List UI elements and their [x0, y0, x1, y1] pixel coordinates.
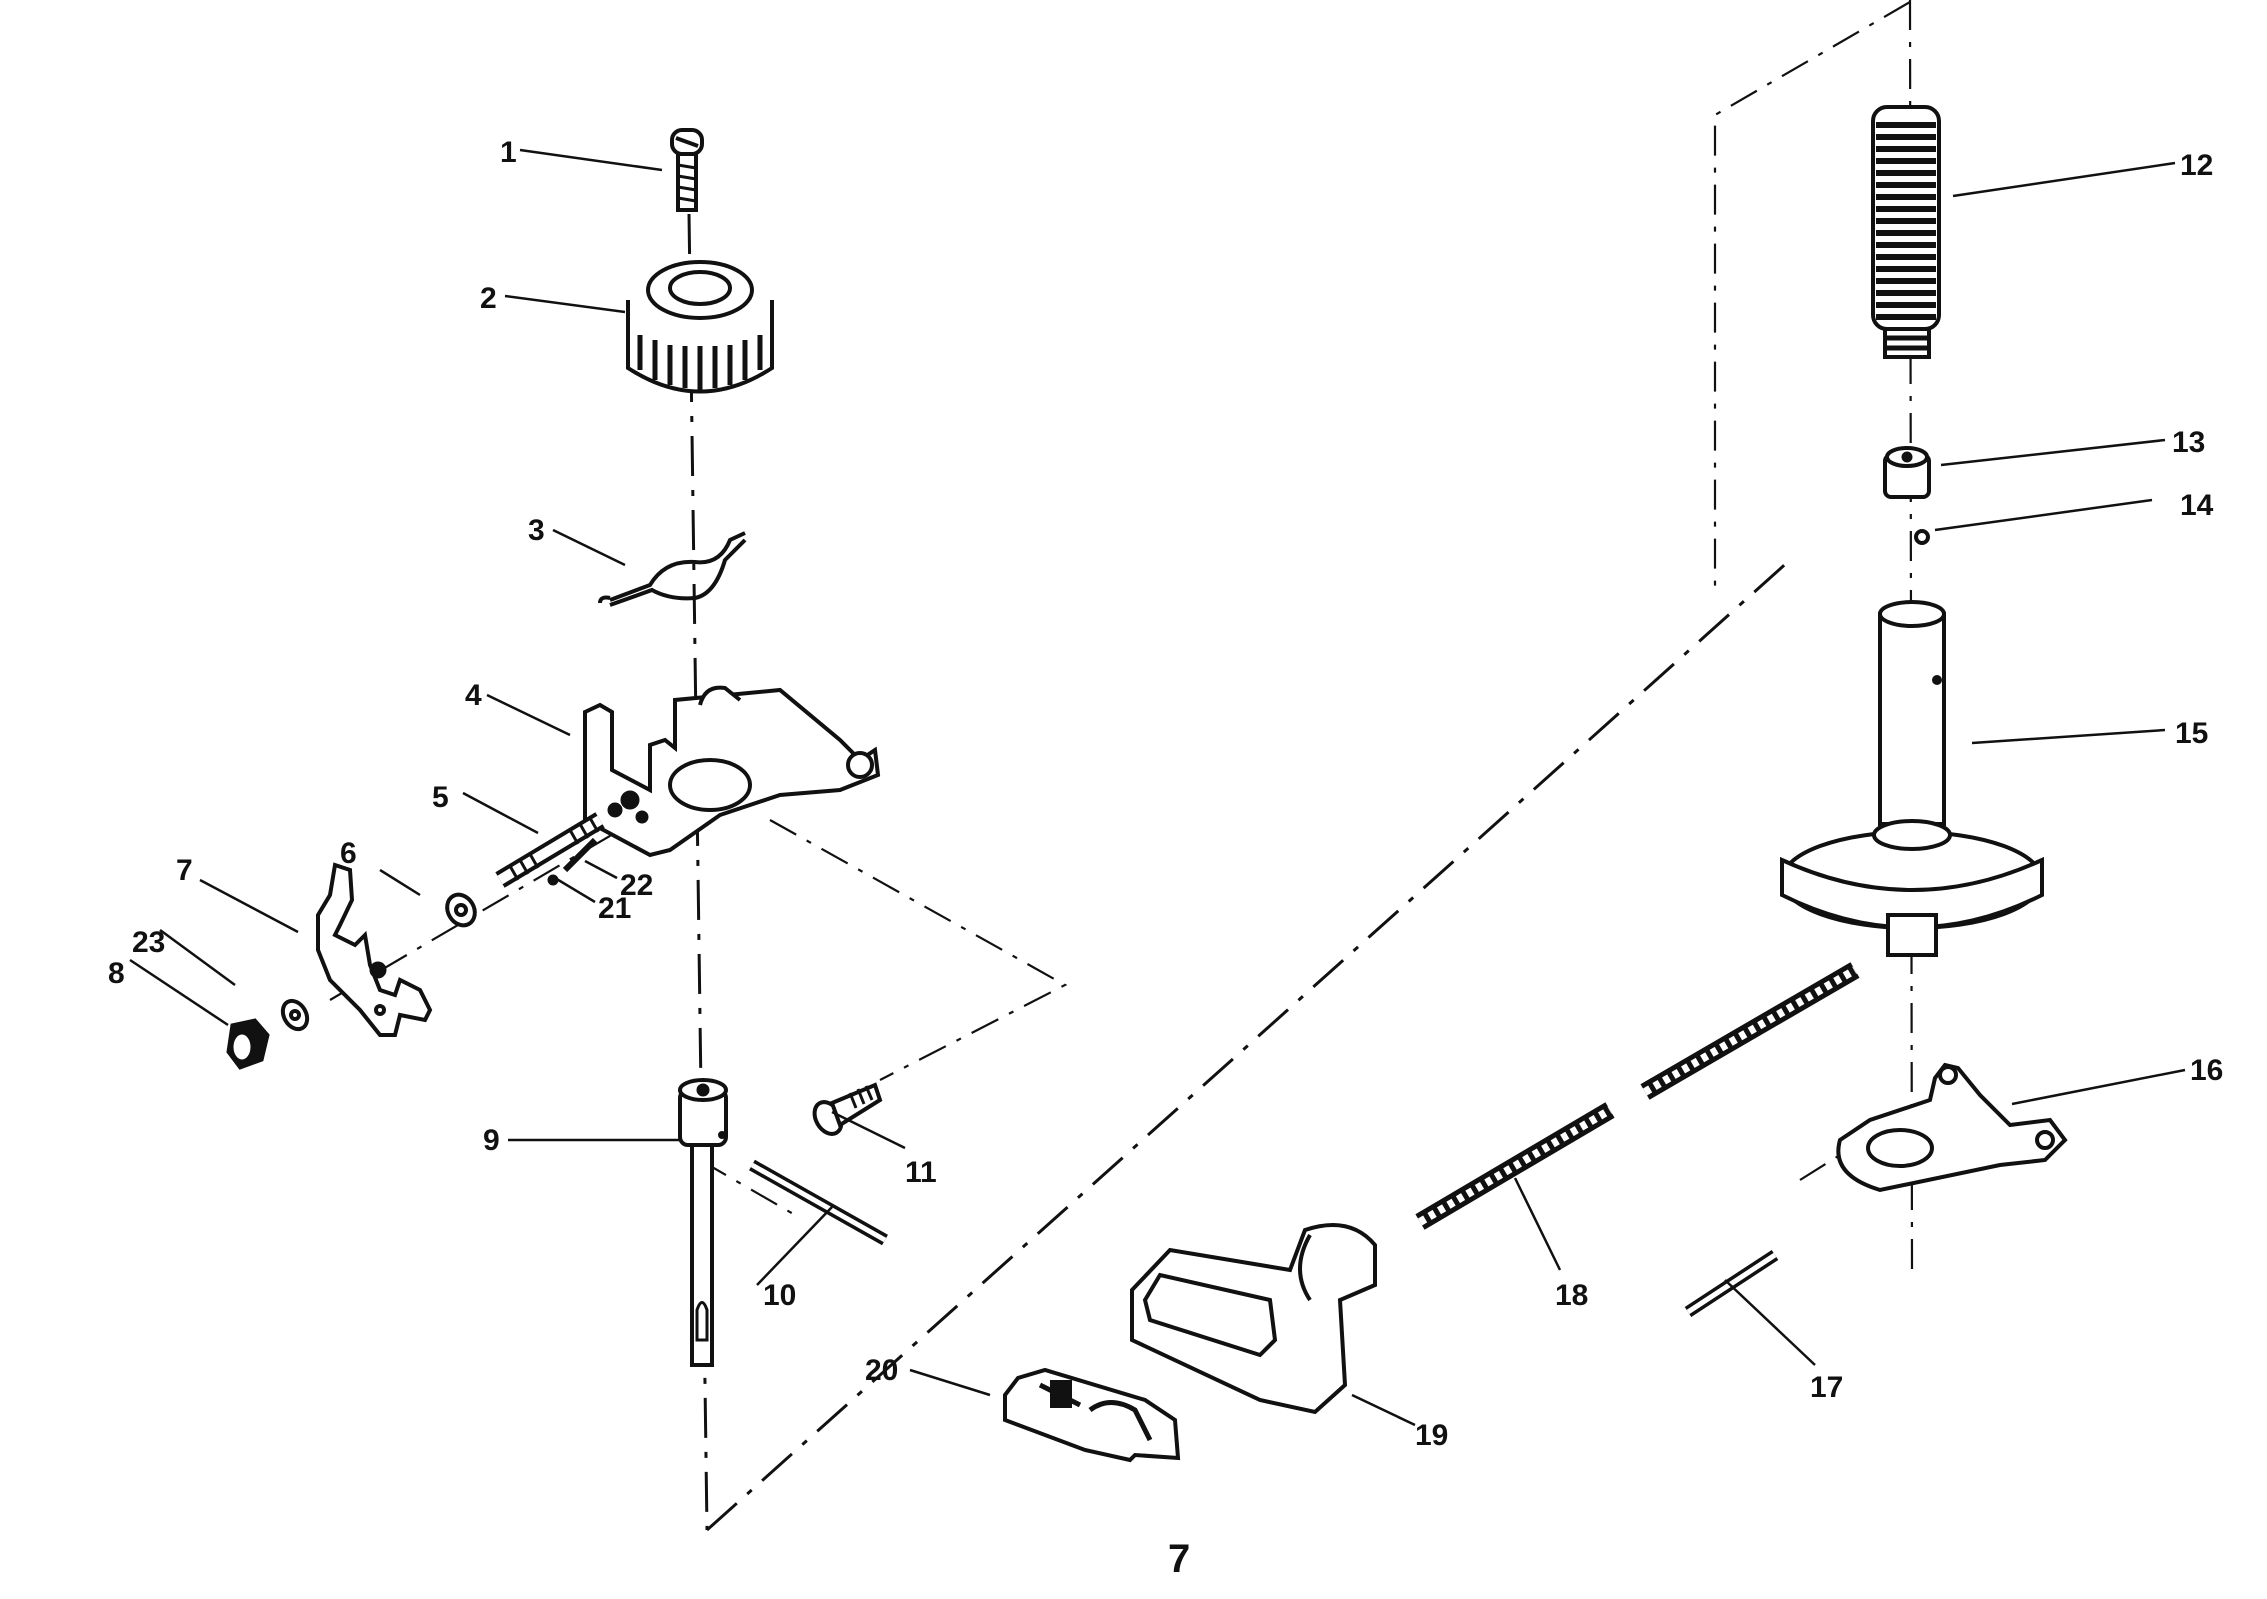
- part-washer-6: [445, 892, 477, 928]
- part-spring-clip: [598, 531, 747, 607]
- callout-5: 5: [432, 781, 449, 814]
- callout-1: 1: [500, 136, 517, 169]
- callout-19: 19: [1415, 1419, 1448, 1452]
- part-spring-22: [562, 837, 598, 873]
- part-nut: [226, 1018, 270, 1070]
- axis-pin-10: [699, 1159, 796, 1216]
- part-cam-plate: [316, 862, 433, 1037]
- part-ball-14: [1914, 529, 1930, 545]
- axis-bracket-bolt: [769, 819, 1068, 1081]
- part-washer-23: [280, 998, 310, 1032]
- callout-10: 10: [763, 1279, 796, 1312]
- axis-right-frame: [1713, 1, 1911, 590]
- part-handle: [1130, 1223, 1377, 1415]
- part-threaded-stud: [495, 812, 605, 888]
- callout-6: 6: [340, 837, 357, 870]
- callout-15: 15: [2175, 717, 2208, 750]
- callout-22: 22: [620, 869, 653, 902]
- callout-14: 14: [2180, 489, 2214, 522]
- part-shaft-collar: [678, 1078, 728, 1367]
- axis-left-diagonal-return: [705, 558, 1792, 1532]
- callout-21: 21: [598, 892, 631, 925]
- part-bolt: [812, 1082, 883, 1136]
- callout-12: 12: [2180, 149, 2213, 182]
- callout-13: 13: [2172, 426, 2205, 459]
- callout-7: 7: [176, 854, 193, 887]
- part-bracket-frame: [583, 685, 881, 858]
- axis-cam-stud: [329, 829, 621, 1001]
- page-number: 7: [1168, 1537, 1190, 1581]
- part-screw: [670, 128, 704, 212]
- part-lever-arm: [1836, 1062, 2068, 1193]
- part-clip-block: [1003, 1367, 1181, 1463]
- callout-18: 18: [1555, 1279, 1588, 1312]
- callout-20: 20: [865, 1354, 898, 1387]
- part-pin-17: [1684, 1249, 1779, 1318]
- callout-3: 3: [528, 514, 545, 547]
- leader-lines: [129, 148, 2186, 1427]
- part-bevel-gear: [626, 260, 774, 394]
- part-drive-belt: [1415, 962, 1860, 1230]
- callout-16: 16: [2190, 1054, 2223, 1087]
- part-pulley-shaft: [1780, 600, 2044, 957]
- callout-9: 9: [483, 1124, 500, 1157]
- part-pin-10: [749, 1159, 888, 1246]
- callout-11: 11: [905, 1156, 937, 1189]
- callout-2: 2: [480, 282, 497, 315]
- callout-8: 8: [108, 957, 125, 990]
- callout-23: 23: [132, 926, 165, 959]
- part-threaded-sleeve: [1871, 105, 1941, 359]
- callout-17: 17: [1810, 1371, 1843, 1404]
- part-coupling: [1883, 446, 1931, 499]
- callout-4: 4: [465, 679, 482, 712]
